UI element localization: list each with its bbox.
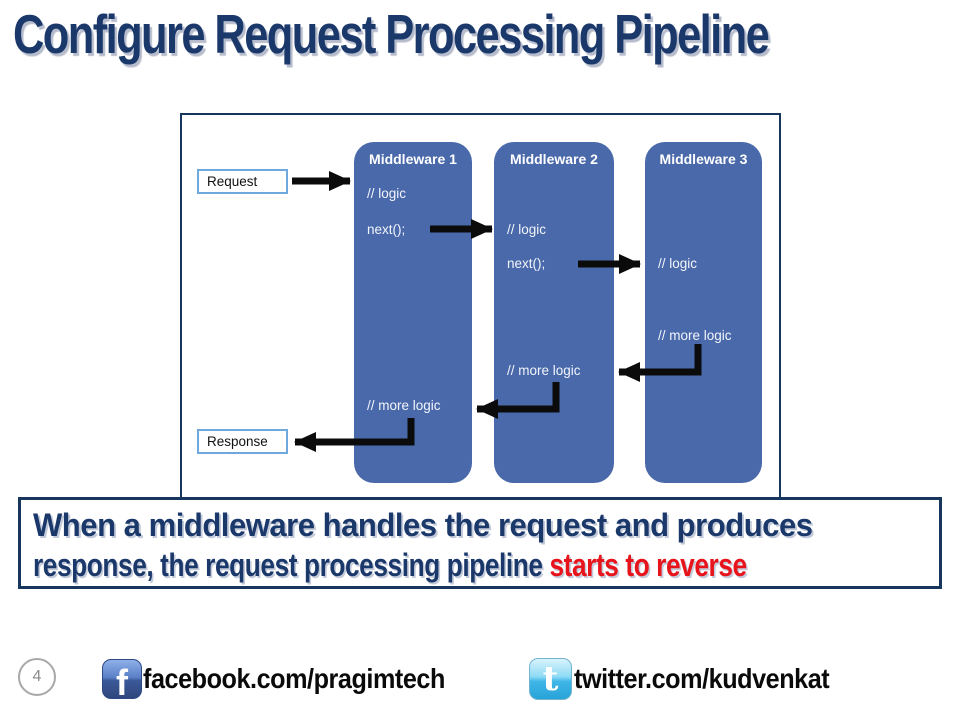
- caption-box: When a middleware handles the request an…: [18, 497, 942, 589]
- caption-line-2: response, the request processing pipelin…: [33, 545, 776, 585]
- page-number-badge: 4: [18, 658, 56, 696]
- facebook-icon: f: [102, 659, 142, 703]
- request-box: Request: [197, 169, 288, 194]
- middleware-2-more-logic: // more logic: [507, 363, 581, 378]
- middleware-3-column: Middleware 3 // logic // more logic: [645, 142, 762, 483]
- middleware-3-more-logic: // more logic: [658, 328, 732, 343]
- pipeline-diagram: Middleware 1 // logic next(); // more lo…: [180, 113, 781, 502]
- caption-line-2-normal: response, the request processing pipelin…: [33, 547, 550, 583]
- caption-line-1: When a middleware handles the request an…: [33, 507, 813, 543]
- middleware-2-next: next();: [507, 256, 546, 271]
- middleware-3-logic: // logic: [658, 256, 698, 271]
- twitter-icon-glyph: t: [542, 659, 559, 699]
- middleware-2-column: Middleware 2 // logic next(); // more lo…: [494, 142, 614, 483]
- middleware-1-more-logic: // more logic: [367, 398, 441, 413]
- facebook-handle: facebook.com/pragimtech: [143, 663, 445, 694]
- response-box: Response: [197, 429, 288, 454]
- middleware-1-column: Middleware 1 // logic next(); // more lo…: [354, 142, 472, 483]
- facebook-icon-glyph: f: [116, 662, 128, 703]
- middleware-1-next: next();: [367, 222, 406, 237]
- middleware-1-title: Middleware 1: [369, 151, 457, 167]
- middleware-3-title: Middleware 3: [659, 151, 748, 167]
- middleware-1-logic: // logic: [367, 186, 407, 201]
- middleware-2-logic: // logic: [507, 222, 547, 237]
- middleware-2-title: Middleware 2: [510, 151, 598, 167]
- caption-highlight: starts to reverse: [549, 547, 747, 583]
- twitter-handle: twitter.com/kudvenkat: [574, 663, 830, 694]
- page-title: Configure Request Processing Pipeline: [13, 3, 770, 65]
- twitter-icon: t: [529, 658, 572, 700]
